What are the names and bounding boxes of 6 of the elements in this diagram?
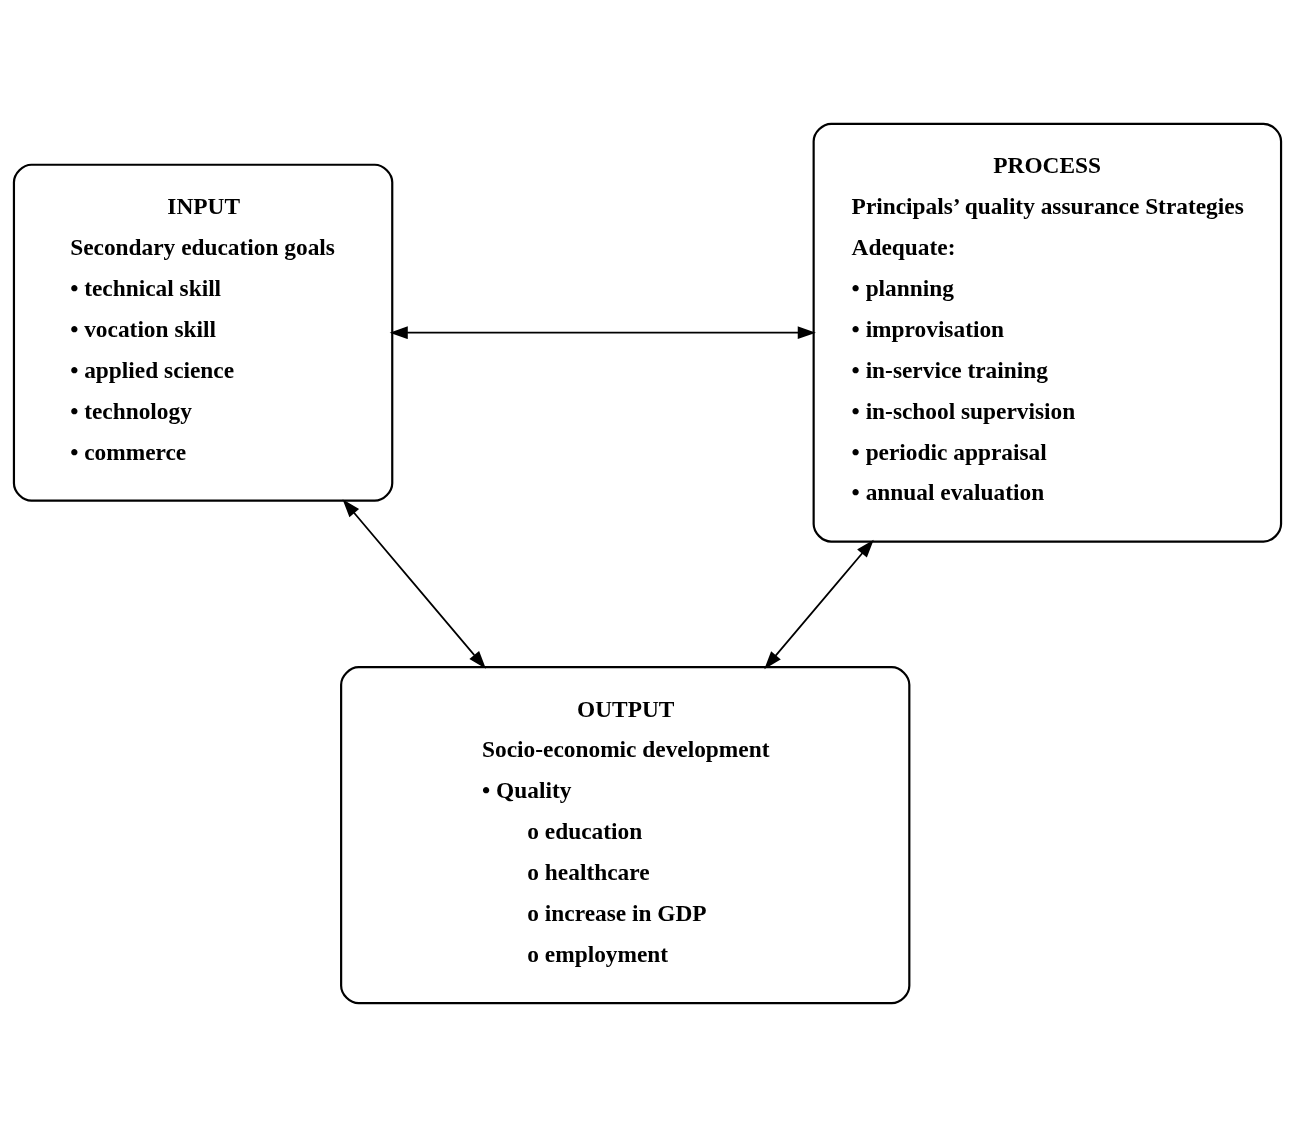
arrow — [342, 498, 486, 669]
node-box: PROCESS Principals’ quality assurance Strategies Adequate: • planning • improvisation • in-service training • in-school supervision • periodic appraisal • annual evaluation — [812, 122, 1283, 543]
arrow — [389, 325, 816, 339]
node-box: INPUT Secondary education goals • technical skill • vocation skill • applied science • technology • commerce — [12, 163, 394, 502]
arrow — [764, 539, 874, 669]
node-box: OUTPUT Socio-economic development • Quality o education o healthcare o increase in GDP o employment — [340, 665, 911, 1004]
